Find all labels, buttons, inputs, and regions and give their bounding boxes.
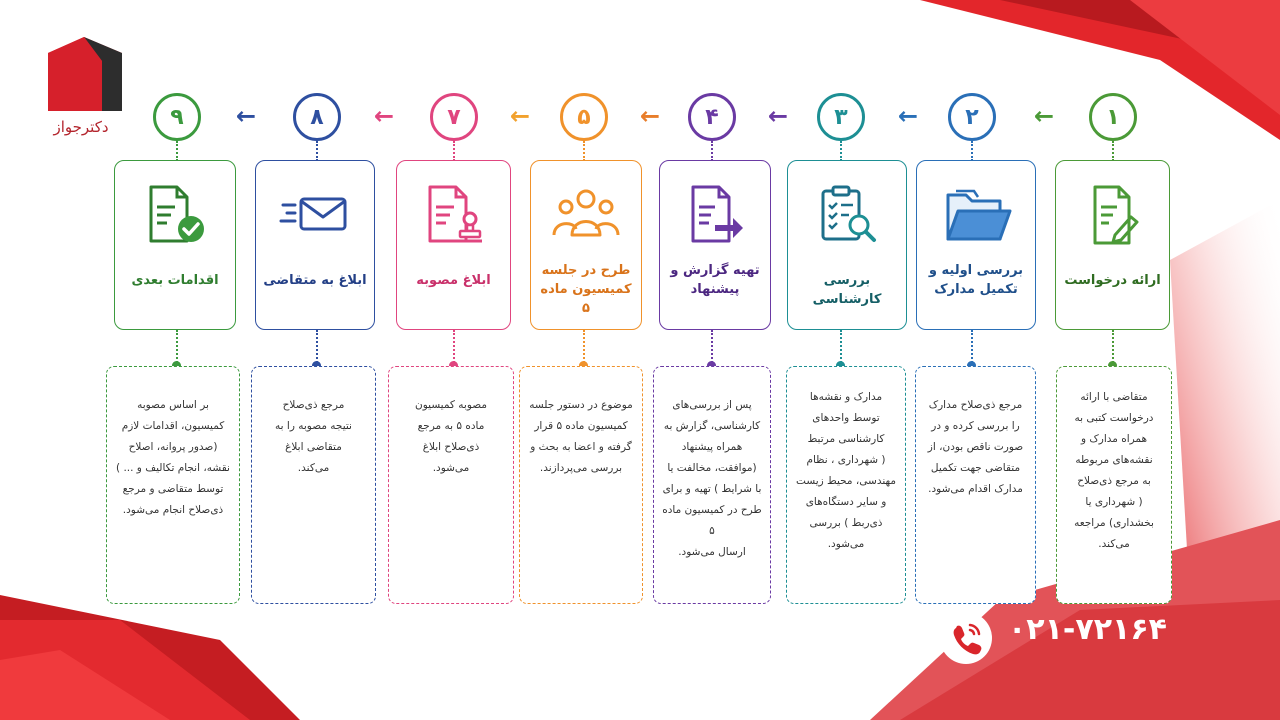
connector bbox=[1112, 141, 1114, 161]
arrow-left-icon: ← bbox=[898, 102, 919, 130]
step-number-8: ۸ bbox=[293, 93, 341, 141]
step-card-1: ارائه درخواست bbox=[1055, 160, 1170, 330]
connector bbox=[453, 330, 455, 366]
step-number-1: ۱ bbox=[1089, 93, 1137, 141]
logo-text: دکترجواز bbox=[53, 118, 109, 136]
step-title-5: طرح در جلسه کمیسیون ماده ۵ bbox=[540, 263, 632, 316]
step-title-9: اقدامات بعدی bbox=[131, 273, 219, 288]
connector bbox=[711, 330, 713, 366]
step-card-2: بررسی اولیه و تکمیل مدارک bbox=[916, 160, 1036, 330]
document-stamp-icon bbox=[428, 185, 482, 243]
connector-dot bbox=[449, 361, 458, 370]
connector bbox=[1112, 330, 1114, 366]
phone-handset-icon bbox=[953, 623, 982, 655]
step-card-3: بررسی کارشناسی bbox=[787, 160, 907, 330]
document-pen-icon bbox=[1093, 185, 1138, 245]
connector-dot bbox=[172, 361, 181, 370]
document-arrow-icon bbox=[691, 185, 743, 243]
step-title-4: تهیه گزارش و پیشنهاد bbox=[670, 263, 760, 297]
step-title-2: بررسی اولیه و تکمیل مدارک bbox=[928, 263, 1024, 297]
clipboard-search-icon bbox=[821, 185, 876, 242]
step-title-3: بررسی کارشناسی bbox=[812, 273, 882, 307]
arrow-left-icon: ← bbox=[374, 102, 395, 130]
connector bbox=[176, 141, 178, 161]
arrow-left-icon: ← bbox=[510, 102, 531, 130]
step-number-2: ۲ bbox=[948, 93, 996, 141]
connector-dot bbox=[1108, 361, 1117, 370]
step-title-7: ابلاغ مصوبه bbox=[416, 273, 491, 288]
connector bbox=[971, 141, 973, 161]
folder-icon bbox=[946, 189, 1012, 241]
step-card-8: ابلاغ به متقاضی bbox=[255, 160, 375, 330]
connector bbox=[316, 330, 318, 366]
step-card-9: اقدامات بعدی bbox=[114, 160, 236, 330]
phone-number[interactable]: ۰۲۱-۷۲۱۶۴ bbox=[1008, 612, 1167, 647]
connector-dot bbox=[967, 361, 976, 370]
connector bbox=[840, 330, 842, 366]
step-card-4: تهیه گزارش و پیشنهاد bbox=[659, 160, 771, 330]
arrow-left-icon: ← bbox=[236, 102, 257, 130]
step-card-5: طرح در جلسه کمیسیون ماده ۵ bbox=[530, 160, 642, 330]
connector bbox=[583, 141, 585, 161]
phone-icon[interactable] bbox=[940, 612, 992, 664]
step-number-7: ۷ bbox=[430, 93, 478, 141]
connector bbox=[316, 141, 318, 161]
step-card-7: ابلاغ مصوبه bbox=[396, 160, 511, 330]
step-number-9: ۹ bbox=[153, 93, 201, 141]
envelope-fast-icon bbox=[279, 197, 347, 231]
logo-icon bbox=[48, 37, 122, 111]
step-number-3: ۳ bbox=[817, 93, 865, 141]
connector bbox=[711, 141, 713, 161]
connector bbox=[453, 141, 455, 161]
step-number-5: ۵ bbox=[560, 93, 608, 141]
connector bbox=[583, 330, 585, 366]
group-icon bbox=[552, 189, 620, 237]
connector-dot bbox=[707, 361, 716, 370]
step-number-4: ۴ bbox=[688, 93, 736, 141]
connector-dot bbox=[836, 361, 845, 370]
document-check-icon bbox=[149, 185, 204, 243]
connector bbox=[176, 330, 178, 366]
arrow-left-icon: ← bbox=[768, 102, 789, 130]
connector-dot bbox=[312, 361, 321, 370]
connector-dot bbox=[579, 361, 588, 370]
step-title-1: ارائه درخواست bbox=[1064, 273, 1161, 288]
arrow-left-icon: ← bbox=[1034, 102, 1055, 130]
connector bbox=[840, 141, 842, 161]
step-title-8: ابلاغ به متقاضی bbox=[263, 273, 367, 288]
arrow-left-icon: ← bbox=[640, 102, 661, 130]
connector bbox=[971, 330, 973, 366]
